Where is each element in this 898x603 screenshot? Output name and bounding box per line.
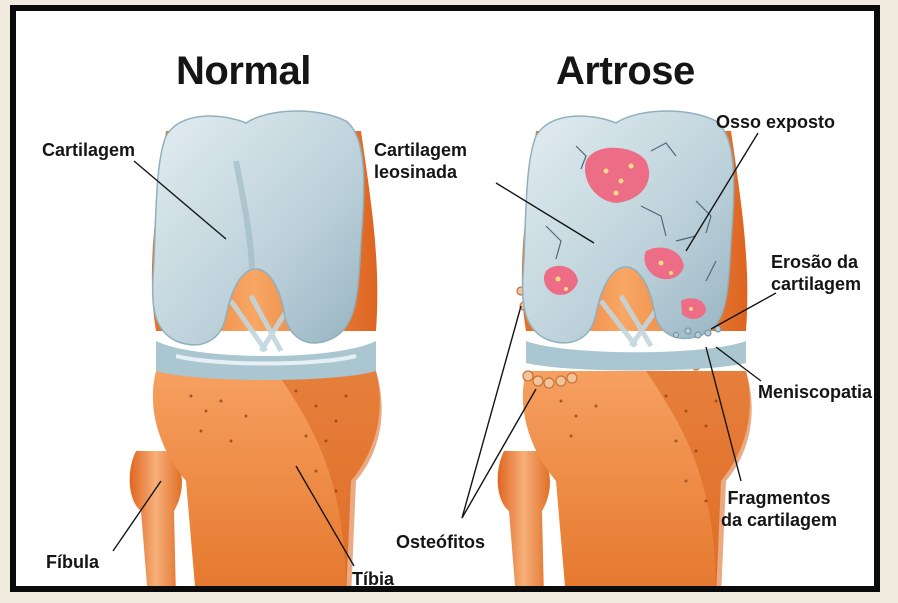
title-normal: Normal (176, 49, 311, 94)
label-cartilagem-leosinada: Cartilagem leosinada (374, 139, 467, 183)
title-artrose: Artrose (556, 49, 695, 94)
label-tibia: Tíbia (352, 568, 394, 590)
label-fragmentos-line1: Fragmentos (721, 487, 837, 509)
label-fibula: Fíbula (46, 551, 99, 573)
artrose-fibula (498, 451, 550, 592)
label-fragmentos: Fragmentos da cartilagem (721, 487, 837, 531)
label-meniscopatia: Meniscopatia (758, 381, 872, 403)
label-erosao-line2: cartilagem (771, 273, 861, 295)
label-cartilagem: Cartilagem (42, 139, 135, 161)
label-erosao-line1: Erosão da (771, 251, 861, 273)
normal-fibula (130, 451, 182, 592)
artrose-knee (498, 111, 752, 592)
label-osso-exposto: Osso exposto (716, 111, 835, 133)
normal-knee (130, 111, 382, 592)
label-fragmentos-line2: da cartilagem (721, 509, 837, 531)
label-cartilagem-leosinada-line2: leosinada (374, 161, 467, 183)
label-cartilagem-leosinada-line1: Cartilagem (374, 139, 467, 161)
label-osteofitos: Osteófitos (396, 531, 485, 553)
illustration-frame: Normal Artrose Cartilagem Fíbula Tíbia C… (10, 5, 880, 592)
label-erosao: Erosão da cartilagem (771, 251, 861, 295)
